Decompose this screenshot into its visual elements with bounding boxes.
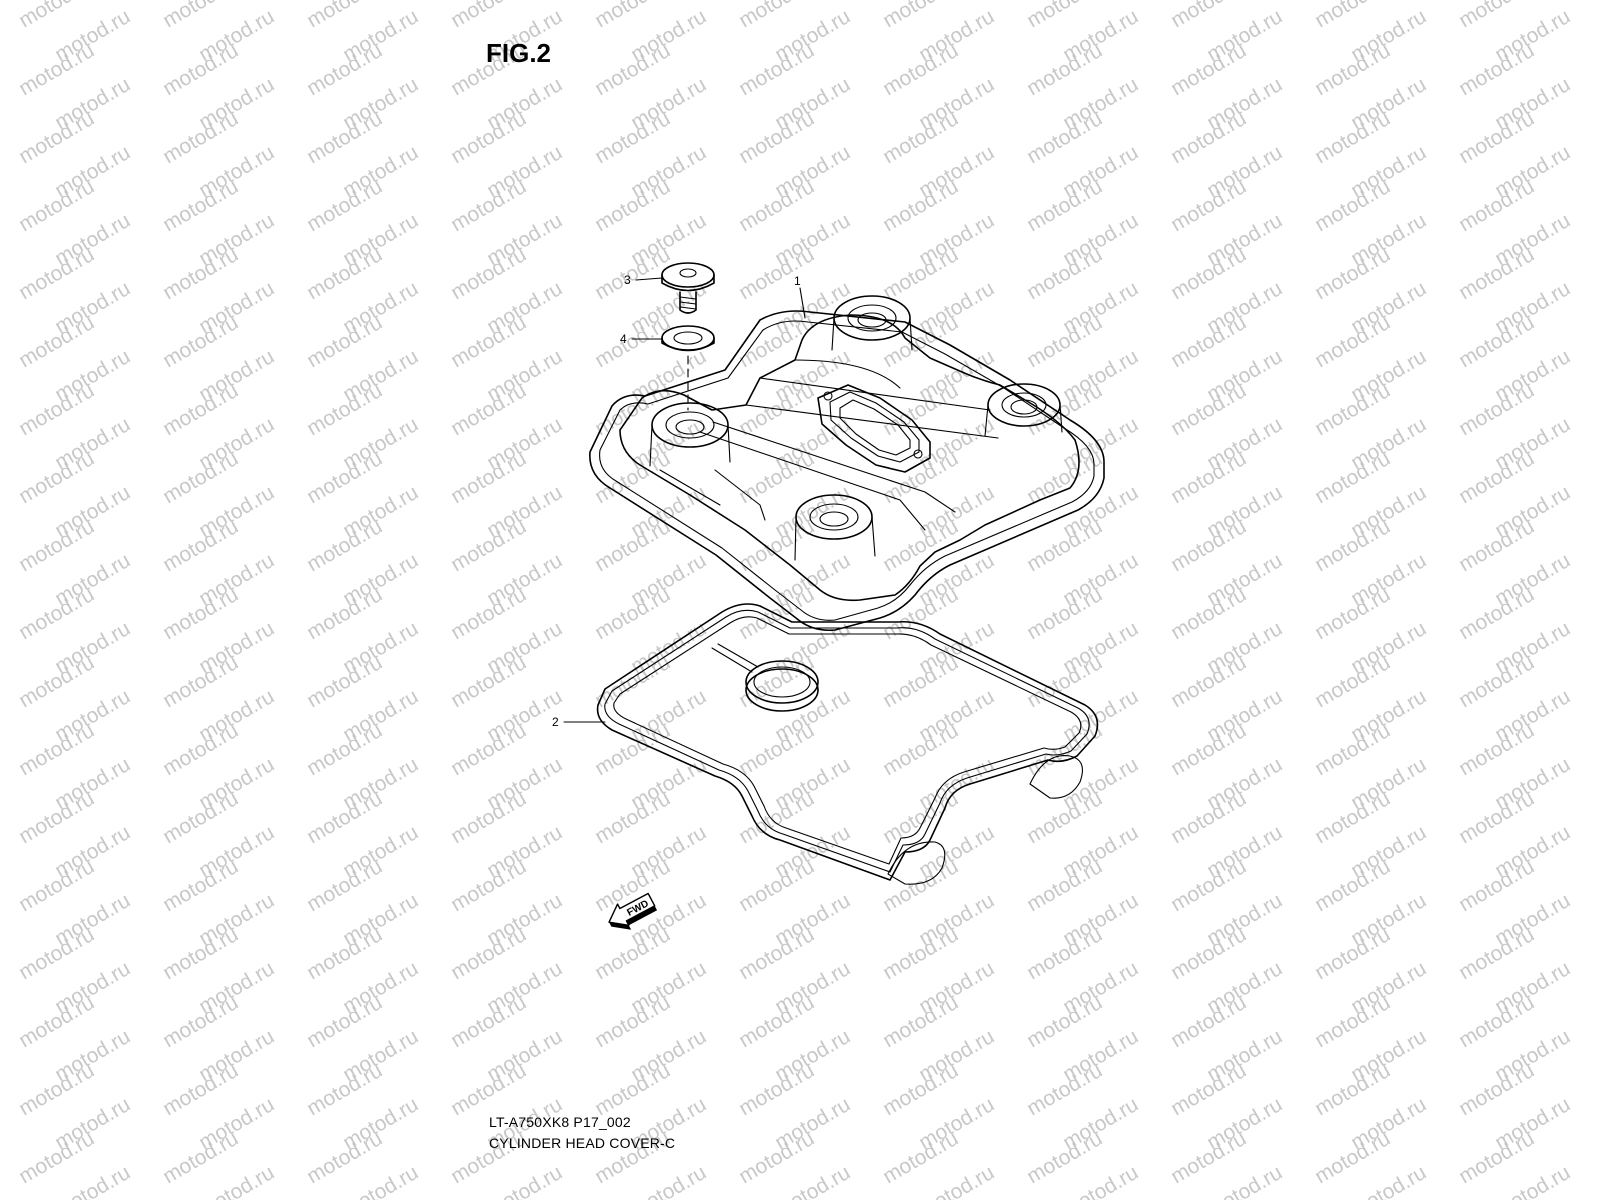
callout-3: 3 (624, 273, 663, 287)
cover-boss-rear-right (984, 383, 1063, 437)
cover-boss-front-left (649, 402, 731, 467)
figure-title: FIG.2 (486, 38, 552, 68)
part-3-bolt[interactable] (661, 262, 715, 314)
callout-4: 4 (620, 332, 663, 346)
cover-boss-front-right (794, 494, 876, 561)
callout-label-4: 4 (620, 332, 627, 346)
callout-1: 1 (794, 274, 806, 319)
callout-label-3: 3 (624, 273, 631, 287)
callout-label-1: 1 (794, 274, 801, 288)
figure-code: LT-A750XK8 P17_002 (489, 1114, 631, 1130)
figure-name: CYLINDER HEAD COVER-C (489, 1135, 676, 1151)
fwd-arrow-icon: FWD (608, 892, 658, 930)
callout-label-2: 2 (552, 715, 559, 729)
callout-2: 2 (552, 715, 606, 729)
part-1-cylinder-head-cover[interactable] (589, 295, 1105, 632)
part-4-washer[interactable] (661, 325, 715, 352)
cover-boss-rear-left (831, 295, 913, 351)
part-2-gasket[interactable] (596, 603, 1099, 885)
